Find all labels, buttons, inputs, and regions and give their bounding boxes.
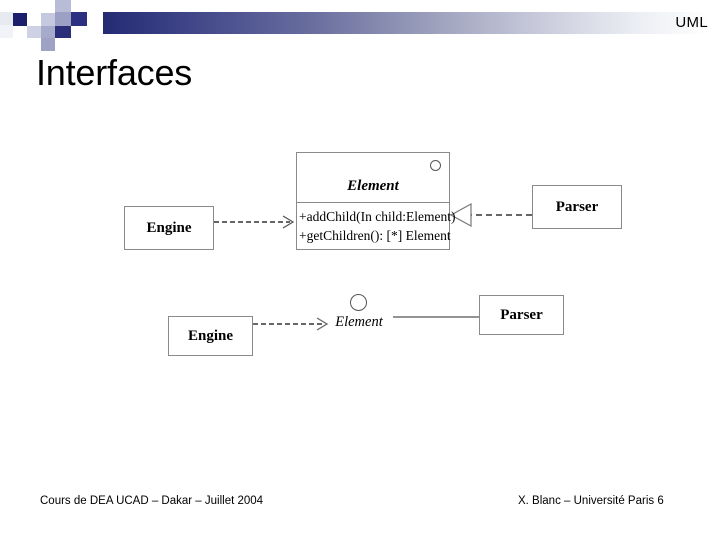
decor-square xyxy=(41,26,55,38)
decor-square xyxy=(55,12,71,26)
edge-parser-element-top xyxy=(449,202,532,228)
class-name-engine-top: Engine xyxy=(146,219,192,236)
decor-square xyxy=(28,13,41,26)
edge-engine-element-top xyxy=(214,215,295,229)
decor-square xyxy=(41,0,55,13)
interface-ball-icon xyxy=(350,294,367,311)
class-name-engine-bottom: Engine xyxy=(187,327,233,344)
decor-square xyxy=(41,13,55,26)
decor-square xyxy=(71,12,87,26)
decor-square xyxy=(27,26,41,38)
class-name-parser-bottom: Parser xyxy=(500,306,543,323)
decor-square xyxy=(27,38,41,51)
decor-square xyxy=(13,13,27,26)
decor-square xyxy=(0,12,13,25)
decor-square xyxy=(0,0,14,14)
decor-square xyxy=(55,0,71,12)
edge-engine-element-bottom xyxy=(253,317,329,331)
class-box-parser-top[interactable]: Parser xyxy=(532,185,622,229)
class-name-element-top: Element xyxy=(347,178,399,194)
decor-square xyxy=(14,0,28,14)
operation-add-child: +addChild(In child:Element) xyxy=(299,209,456,224)
interface-name-element-bottom: Element xyxy=(335,314,383,330)
class-name-parser-top: Parser xyxy=(555,198,599,215)
footer-right-text: X. Blanc – Université Paris 6 xyxy=(518,495,664,507)
header-gradient-bar xyxy=(103,12,710,34)
decor-square xyxy=(55,26,71,38)
footer-left-text: Cours de DEA UCAD – Dakar – Juillet 2004 xyxy=(40,495,264,507)
element-name-compartment: Element xyxy=(297,153,449,203)
decor-square xyxy=(41,38,55,51)
operation-get-children: +getChildren(): [*] Element xyxy=(299,228,451,243)
interface-ball-icon xyxy=(430,160,441,171)
class-box-engine-bottom[interactable]: Engine xyxy=(168,316,253,356)
class-box-parser-bottom[interactable]: Parser xyxy=(479,295,564,335)
element-operations-compartment: +addChild(In child:Element) +getChildren… xyxy=(297,203,456,245)
page-title: Interfaces xyxy=(36,52,193,93)
header-tag: UML xyxy=(675,14,708,31)
decor-square xyxy=(0,25,13,38)
class-box-engine-top[interactable]: Engine xyxy=(124,206,214,250)
class-box-element-top[interactable]: Element +addChild(In child:Element) +get… xyxy=(296,152,456,250)
